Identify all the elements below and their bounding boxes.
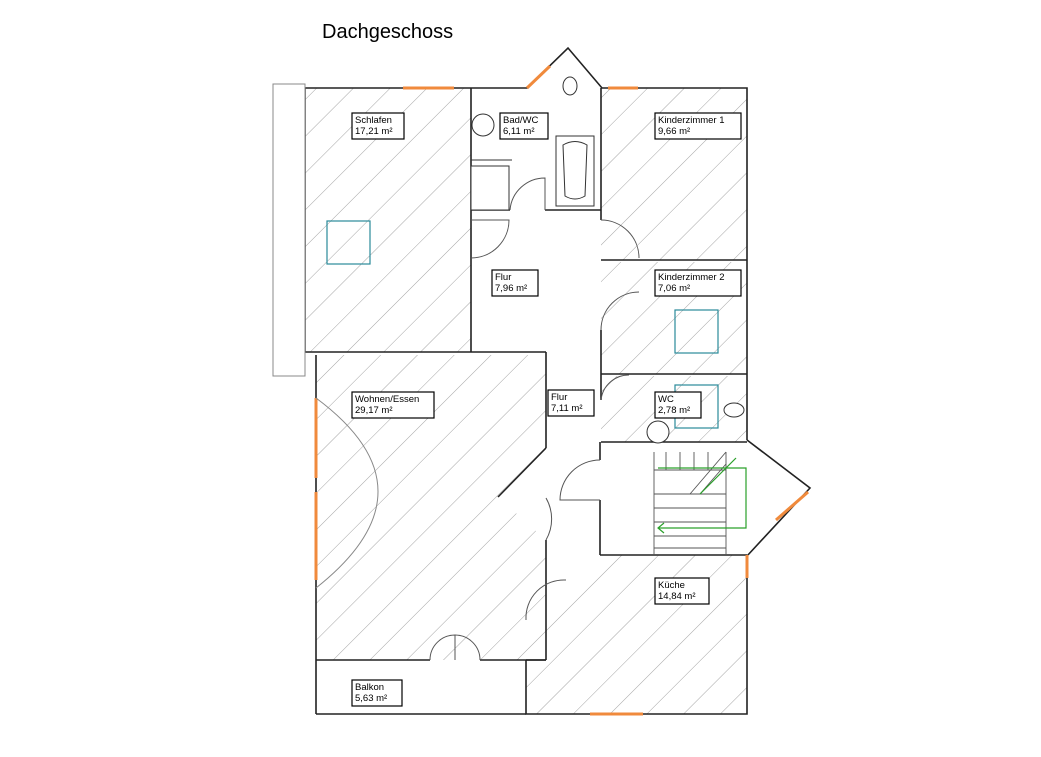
room-area: 2,78 m² bbox=[658, 405, 690, 416]
room-name: Balkon bbox=[355, 682, 384, 693]
dormer-panel bbox=[272, 83, 306, 377]
toilet-wc bbox=[723, 402, 745, 418]
room-name: Kinderzimmer 1 bbox=[658, 115, 725, 126]
room-label-kind2: Kinderzimmer 27,06 m² bbox=[654, 269, 742, 297]
room-label-box bbox=[547, 389, 595, 417]
room-area: 6,11 m² bbox=[503, 126, 535, 137]
room-name: WC bbox=[658, 394, 674, 405]
toilet-bad bbox=[562, 76, 578, 96]
windows bbox=[314, 64, 809, 716]
room-name: Kinderzimmer 2 bbox=[658, 272, 725, 283]
room-name: Flur bbox=[495, 272, 511, 283]
room-label-box bbox=[351, 391, 435, 419]
room-name: Flur bbox=[551, 392, 567, 403]
room-label-wc: WC2,78 m² bbox=[654, 391, 702, 419]
washbasin-wc bbox=[646, 420, 670, 444]
plan-title: Dachgeschoss bbox=[322, 21, 454, 43]
room-label-box bbox=[491, 269, 539, 297]
doors bbox=[315, 177, 640, 661]
walls bbox=[304, 46, 812, 715]
bathtub bbox=[555, 135, 595, 207]
room-name: Küche bbox=[658, 580, 685, 591]
room-label-box bbox=[499, 112, 549, 140]
room-name: Bad/WC bbox=[503, 115, 539, 126]
room-name: Schlafen bbox=[355, 115, 392, 126]
room-area: 9,66 m² bbox=[658, 126, 690, 137]
shower-tray bbox=[470, 165, 510, 211]
room-label-box bbox=[654, 391, 702, 419]
room-label-box bbox=[654, 577, 710, 605]
room-fill-wohnen bbox=[316, 355, 546, 660]
room-area: 17,21 m² bbox=[355, 126, 393, 137]
room-label-kind1: Kinderzimmer 19,66 m² bbox=[654, 112, 742, 140]
room-area: 7,11 m² bbox=[551, 403, 583, 414]
room-label-bad: Bad/WC6,11 m² bbox=[499, 112, 549, 140]
room-area: 5,63 m² bbox=[355, 693, 387, 704]
room-area: 7,06 m² bbox=[658, 283, 690, 294]
room-label-box bbox=[654, 112, 742, 140]
room-area: 7,96 m² bbox=[495, 283, 527, 294]
room-label-box bbox=[351, 112, 405, 140]
room-area: 29,17 m² bbox=[355, 405, 393, 416]
room-label-box bbox=[351, 679, 403, 707]
washbasin-bad bbox=[471, 113, 495, 137]
room-fills bbox=[305, 88, 747, 714]
fixtures bbox=[470, 76, 745, 444]
room-label-box bbox=[654, 269, 742, 297]
room-name: Wohnen/Essen bbox=[355, 394, 419, 405]
room-area: 14,84 m² bbox=[658, 591, 696, 602]
stair-arrow bbox=[657, 457, 747, 534]
room-fill-kueche bbox=[526, 555, 747, 714]
staircase bbox=[653, 451, 727, 555]
